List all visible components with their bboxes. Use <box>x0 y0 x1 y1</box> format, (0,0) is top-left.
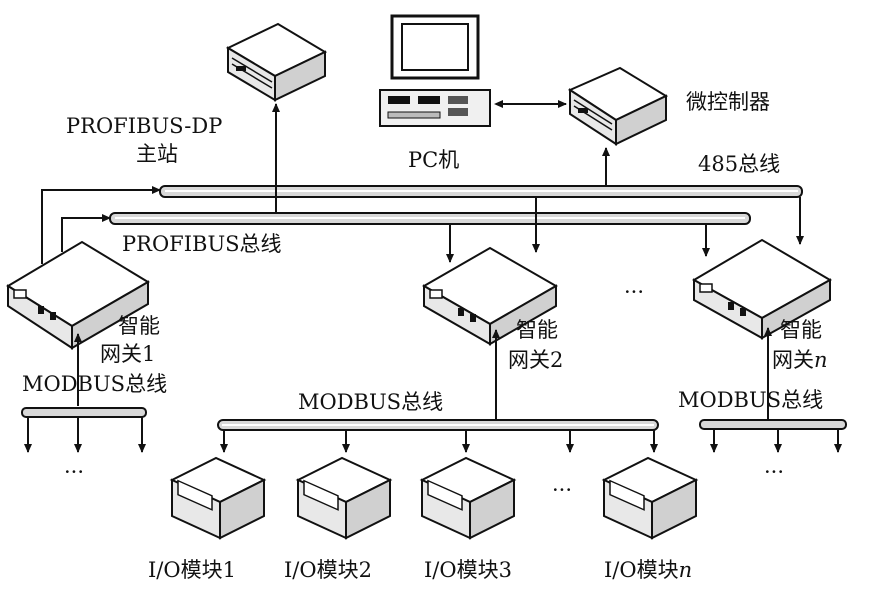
modbus-bus-left <box>21 407 147 453</box>
label-gateway-n-line2: 网关n <box>772 350 828 371</box>
microcontroller-device <box>567 66 669 146</box>
label-gateway-n-line1: 智能 <box>780 318 822 342</box>
label-gateway-n-index: n <box>814 348 828 372</box>
label-io-module-3: I/O模块3 <box>424 558 512 582</box>
label-profibus-dp: PROFIBUS-DP <box>66 114 223 138</box>
gateway-2-device <box>421 246 559 346</box>
label-microcontroller: 微控制器 <box>686 90 770 114</box>
gw1-profibus-link <box>61 214 111 252</box>
ellipsis-io-modules: ··· <box>552 478 573 502</box>
label-io-module-n-prefix: I/O模块 <box>604 558 679 582</box>
gw1-485-link <box>41 186 161 264</box>
label-modbus-center: MODBUS总线 <box>298 390 444 414</box>
label-io-module-n-index: n <box>678 558 693 582</box>
ellipsis-gateways: ··· <box>624 280 645 304</box>
io-module-1 <box>169 456 267 540</box>
profibus-dp-master-device <box>225 22 328 102</box>
label-io-module-2: I/O模块2 <box>284 558 372 582</box>
ellipsis-right-modbus: ··· <box>764 460 785 484</box>
label-io-module-n: I/O模块n <box>604 560 692 581</box>
label-gateway-1-line1: 智能 <box>118 314 160 338</box>
label-profibus-bus: PROFIBUS总线 <box>122 232 282 256</box>
ellipsis-left-modbus: ··· <box>64 460 85 484</box>
label-gateway-1-line2: 网关1 <box>100 342 156 366</box>
bus-485 <box>159 185 803 198</box>
bus-profibus <box>109 212 751 225</box>
io-module-n <box>601 456 699 540</box>
modbus-bus-right <box>699 419 847 453</box>
label-gateway-2-line2: 网关2 <box>508 348 564 372</box>
label-master-station: 主站 <box>136 142 178 166</box>
label-gateway-n-prefix: 网关 <box>772 348 814 372</box>
label-gateway-2-line1: 智能 <box>516 318 558 342</box>
gateway-1-device <box>6 240 150 350</box>
pc-computer <box>379 14 491 127</box>
label-io-module-1: I/O模块1 <box>148 558 236 582</box>
label-485-bus: 485总线 <box>698 152 781 176</box>
gateway-n-device <box>691 238 833 340</box>
label-modbus-left: MODBUS总线 <box>22 372 168 396</box>
io-module-3 <box>419 456 517 540</box>
label-modbus-right: MODBUS总线 <box>678 388 824 412</box>
io-module-2 <box>295 456 393 540</box>
label-pc: PC机 <box>408 148 460 172</box>
modbus-bus-center <box>217 419 659 453</box>
